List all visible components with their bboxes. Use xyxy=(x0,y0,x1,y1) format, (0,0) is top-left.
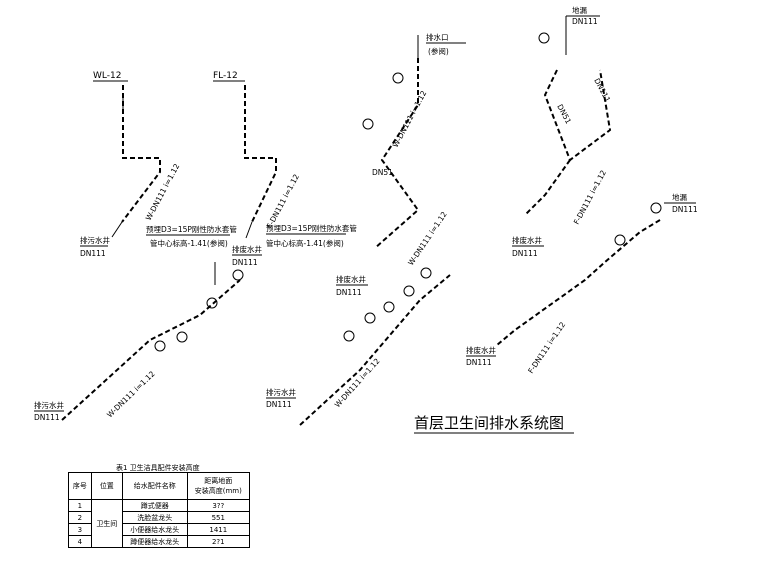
cell-location: 卫生间 xyxy=(90,499,123,548)
wl-well-label: 排污水井 xyxy=(80,235,110,245)
right-mid-pipe xyxy=(524,159,571,216)
lower-mid-well-dn: DN111 xyxy=(266,400,292,409)
cell-height: 2?1 xyxy=(186,535,251,548)
floor-drain-2-label: 地漏 xyxy=(672,192,687,202)
cell-height: 1411 xyxy=(186,523,251,536)
table-header-row: 序号 位置 给水配件名称 距离地面 安装高度(mm) xyxy=(68,472,251,500)
floor-drain-2-dn: DN111 xyxy=(672,205,698,214)
marker-mid-1 xyxy=(362,118,374,130)
lower-left-pipe xyxy=(61,279,241,421)
fl-end xyxy=(245,221,253,239)
wl-stack-label: WL-12 xyxy=(93,71,121,81)
fixture-height-table: 序号 位置 给水配件名称 距离地面 安装高度(mm) 1 卫生间 蹲式便器 3?… xyxy=(68,472,251,548)
cell-name: 蹲式便器 xyxy=(121,499,188,512)
marker-lm-3 xyxy=(383,301,395,313)
right-lower-slope: F-DN111 i=1.12 xyxy=(526,320,567,375)
cell-name: 蹲便器给水龙头 xyxy=(121,535,188,548)
lower-left-well-dn: DN111 xyxy=(34,413,60,422)
cell-no: 1 xyxy=(68,499,92,512)
cell-height: 551 xyxy=(186,511,251,524)
col-no: 序号 xyxy=(68,472,92,500)
marker-3 xyxy=(176,331,188,343)
lower-mid-slope: W-DN111 i=1.12 xyxy=(333,356,382,409)
right-well-label: 排废水井 xyxy=(512,235,542,245)
col-height: 距离地面 安装高度(mm) xyxy=(186,472,251,500)
mid-slope-label: W-DN111 i=1.12 xyxy=(406,210,449,267)
table-row: 1 卫生间 蹲式便器 3?? xyxy=(68,499,251,548)
cell-height: 3?? xyxy=(186,499,251,512)
fl-slope-label: F-DN111 i=1.12 xyxy=(265,172,301,230)
fl-well-label: 排废水井 xyxy=(232,244,262,254)
wl-slope-label: W-DN111 i=1.12 xyxy=(144,162,182,222)
diagram-title: 首层卫生间排水系统图 xyxy=(414,414,564,432)
marker-r-1 xyxy=(538,32,550,44)
right-lower-well-label: 排废水井 xyxy=(466,345,496,355)
cell-no: 2 xyxy=(68,511,92,524)
right-lower-pipe xyxy=(496,219,661,346)
col-location: 位置 xyxy=(90,472,123,500)
floor-drain-dn: DN111 xyxy=(572,17,598,26)
col-name: 给水配件名称 xyxy=(121,472,188,500)
mid-well-dn: DN111 xyxy=(336,288,362,297)
marker-5 xyxy=(392,72,404,84)
lower-mid-pipe xyxy=(299,274,451,426)
marker-lm-2 xyxy=(403,285,415,297)
cell-no: 3 xyxy=(68,523,92,536)
lower-left-slope: W-DN111 i=1.12 xyxy=(105,369,157,419)
fl-note-center: 管中心标高-1.41(参阅) xyxy=(266,238,344,248)
table-row: 4 蹲便器给水龙头 2?1 xyxy=(68,535,251,548)
marker-lm-4 xyxy=(364,312,376,324)
mid-top-pipe xyxy=(374,58,420,249)
wl-note-center: 管中心标高-1.41(参阅) xyxy=(150,238,228,248)
wl-end xyxy=(111,221,123,238)
dn51-label: DN51 xyxy=(372,168,393,177)
marker-4 xyxy=(154,340,166,352)
lower-mid-well-label: 排污水井 xyxy=(266,387,296,397)
marker-2 xyxy=(206,297,218,309)
floor-drain-label: 地漏 xyxy=(572,5,587,15)
wl-well-dn: DN111 xyxy=(80,249,106,258)
wl-note-pre: 预埋D3=15P刚性防水套管 xyxy=(146,224,237,234)
right-vertical-2: DN51 xyxy=(555,103,573,126)
right-slope-label: F-DN111 i=1.12 xyxy=(572,168,608,226)
wl-pipe xyxy=(121,85,161,223)
fl-note-pre: 预埋D3=15P刚性防水套管 xyxy=(266,223,357,233)
right-vertical-1: DN111 xyxy=(592,77,612,104)
right-well-dn: DN111 xyxy=(512,249,538,258)
fl-well-dn: DN111 xyxy=(232,258,258,267)
fl-pipe xyxy=(244,85,277,223)
marker-lm-5 xyxy=(343,330,355,342)
fl-stack-label: FL-12 xyxy=(213,71,238,81)
marker-r-3 xyxy=(614,234,626,246)
marker-lm-1 xyxy=(420,267,432,279)
mid-well-label: 排废水井 xyxy=(336,274,366,284)
lower-left-well-label: 排污水井 xyxy=(34,400,64,410)
right-lower-well-dn: DN111 xyxy=(466,358,492,367)
top-slope-label: W-DN111 i=1.12 xyxy=(391,89,429,149)
vent-top-label: 排水口 xyxy=(426,32,449,42)
table-caption: 表1 卫生洁具配件安装高度 xyxy=(116,464,200,472)
cell-name: 小便器给水龙头 xyxy=(121,523,188,536)
marker-r-2 xyxy=(650,202,662,214)
vent-top-sub: (参阅) xyxy=(428,46,449,56)
marker-1 xyxy=(232,269,244,281)
cell-name: 洗脸盆龙头 xyxy=(121,511,188,524)
cell-no: 4 xyxy=(68,535,92,548)
